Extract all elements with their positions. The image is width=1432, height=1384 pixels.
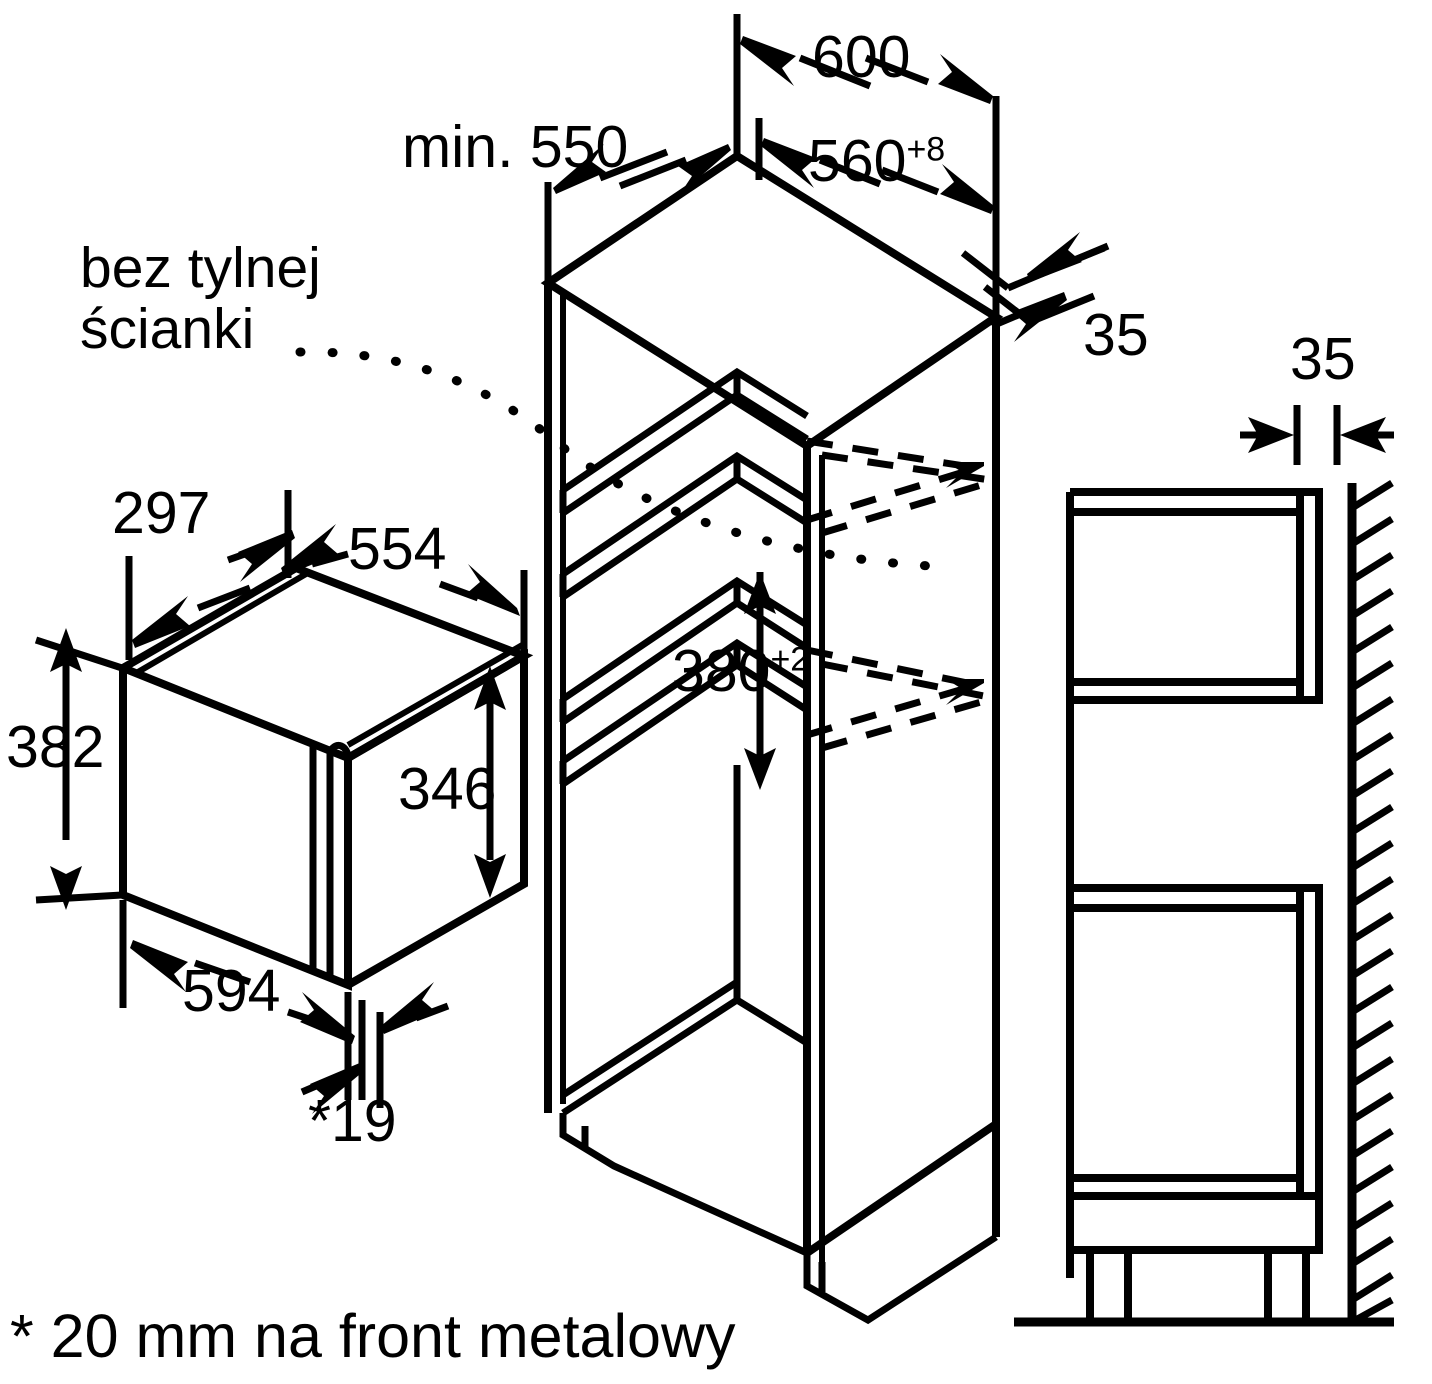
dim-600-arrows: [740, 36, 993, 104]
wall-section: [1347, 480, 1394, 1326]
dim-min550-arrows: [553, 144, 731, 194]
cabinet-lower-floor: [561, 979, 809, 1116]
dim-wallgap35: [1240, 405, 1394, 465]
dim-554-arrows: [281, 524, 520, 616]
niche-hidden-arrowheads: [946, 462, 984, 705]
leader-dotted-line: [295, 347, 955, 572]
dim-560-value: 560: [808, 128, 907, 194]
dim-label-top-35: 35: [1083, 302, 1149, 368]
dim-297-arrows: [132, 530, 295, 648]
dim-label-346: 346: [398, 756, 497, 822]
dim-560-arrows: [761, 138, 994, 214]
dim-label-297: 297: [112, 480, 211, 546]
dim-label-560: 560+8: [808, 132, 945, 191]
dim-top35: [960, 232, 1110, 342]
cabinet-plinth: [559, 1113, 1000, 1325]
dim-label-380: 380+2: [672, 642, 809, 701]
dim-382-arrows: [50, 628, 82, 910]
footnote-metal-front: * 20 mm na front metalowy: [10, 1302, 736, 1370]
note-line-1: bez tylnej: [80, 236, 321, 300]
side-elevation-cabinet: [1014, 488, 1394, 1327]
dim-380-tolerance: +2: [770, 640, 810, 679]
note-no-back-panel: bez tylnej ścianki: [80, 238, 321, 360]
dim-label-600: 600: [812, 24, 911, 90]
dim-label-554: 554: [348, 516, 447, 582]
top-dimension-lines: [544, 14, 1000, 420]
dim-label-min550: min. 550: [402, 114, 629, 180]
dim-label-wall-35: 35: [1290, 326, 1356, 392]
dim-594-arrows: [130, 940, 355, 1044]
note-line-2: ścianki: [80, 296, 255, 361]
niche-hidden-lines: [805, 437, 991, 752]
dim-346-arrows: [474, 666, 506, 898]
dim-label-382: 382: [6, 714, 105, 780]
cabinet-shelf-upper: [559, 367, 809, 516]
dim-label-594: 594: [182, 958, 281, 1024]
cabinet-shelf-lower: [559, 576, 809, 725]
cabinet-shelf-lower2: [559, 638, 809, 787]
cabinet-top-face: [540, 151, 1004, 451]
dim-560-tolerance: +8: [906, 130, 946, 169]
dim-380-arrows: [744, 572, 776, 790]
dim-19-arrows: [300, 982, 450, 1114]
dim-label-19: *19: [308, 1088, 397, 1154]
cabinet-shelf-mid: [559, 451, 809, 600]
dim-380-value: 380: [672, 638, 771, 704]
